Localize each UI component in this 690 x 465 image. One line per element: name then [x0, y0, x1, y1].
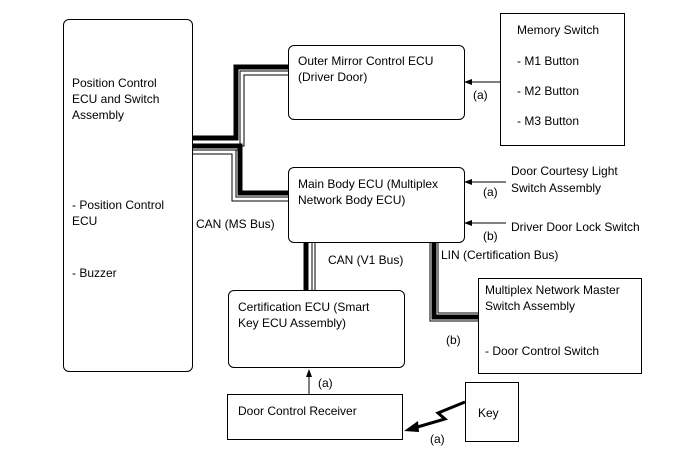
- position-ecu-title-1: Position Control: [72, 76, 157, 90]
- memory-switch-block: Memory Switch - M1 Button - M2 Button - …: [500, 13, 625, 146]
- wireless-signal-icon: [413, 400, 466, 430]
- m2-button-label: - M2 Button: [517, 84, 580, 98]
- master-switch-block: Multiplex Network Master Switch Assembly…: [478, 278, 642, 374]
- m1-button-label: - M1 Button: [517, 54, 580, 68]
- courtesy-switch-label-1: Door Courtesy Light: [511, 164, 618, 178]
- position-control-ecu-block: Position Control ECU and Switch Assembly…: [63, 19, 193, 372]
- main-body-label-2: Network Body ECU): [298, 193, 406, 207]
- position-ecu-sub-2: ECU: [72, 214, 98, 228]
- position-ecu-title-2: ECU and Switch: [72, 92, 160, 106]
- certification-ecu-label-1: Certification ECU (Smart: [238, 300, 370, 314]
- door-lock-switch-label: Driver Door Lock Switch: [511, 220, 640, 234]
- outer-mirror-label-2: (Driver Door): [298, 70, 368, 84]
- master-switch-label-2: Switch Assembly: [485, 299, 576, 313]
- lin-bus-label: LIN (Certification Bus): [441, 248, 559, 262]
- door-control-receiver-block: Door Control Receiver: [227, 394, 403, 440]
- key-block: Key: [465, 382, 519, 442]
- lin-bus: [429, 243, 478, 322]
- position-ecu-title-3: Assembly: [72, 108, 125, 122]
- door-control-receiver-label: Door Control Receiver: [238, 404, 357, 418]
- main-body-ecu-block: Main Body ECU (Multiplex Network Body EC…: [288, 167, 465, 243]
- buzzer-label: - Buzzer: [72, 266, 117, 280]
- outer-mirror-label-1: Outer Mirror Control ECU: [298, 54, 434, 68]
- can-ms-bus: [193, 64, 288, 202]
- master-switch-label-1: Multiplex Network Master: [485, 283, 620, 297]
- master-signal-tag: (b): [446, 333, 461, 347]
- receiver-signal-tag: (a): [318, 376, 333, 390]
- key-signal-tag: (a): [430, 432, 445, 446]
- can-v1-bus-label: CAN (V1 Bus): [328, 253, 404, 267]
- certification-ecu-label-2: Key ECU Assembly): [238, 316, 347, 330]
- main-body-label-1: Main Body ECU (Multiplex: [298, 177, 439, 191]
- key-label: Key: [478, 406, 499, 420]
- courtesy-signal-tag: (a): [483, 185, 498, 199]
- door-control-switch-label: - Door Control Switch: [485, 344, 600, 358]
- certification-ecu-block: Certification ECU (Smart Key ECU Assembl…: [228, 290, 405, 368]
- memory-signal-tag: (a): [473, 88, 488, 102]
- memory-switch-title: Memory Switch: [517, 23, 600, 37]
- outer-mirror-ecu-block: Outer Mirror Control ECU (Driver Door): [288, 45, 465, 120]
- door-lock-signal-tag: (b): [483, 229, 498, 243]
- can-v1-bus: [303, 243, 316, 290]
- position-ecu-sub-1: - Position Control: [72, 198, 165, 212]
- courtesy-switch-label-2: Switch Assembly: [511, 181, 602, 195]
- can-ms-bus-label: CAN (MS Bus): [196, 217, 275, 231]
- m3-button-label: - M3 Button: [517, 114, 580, 128]
